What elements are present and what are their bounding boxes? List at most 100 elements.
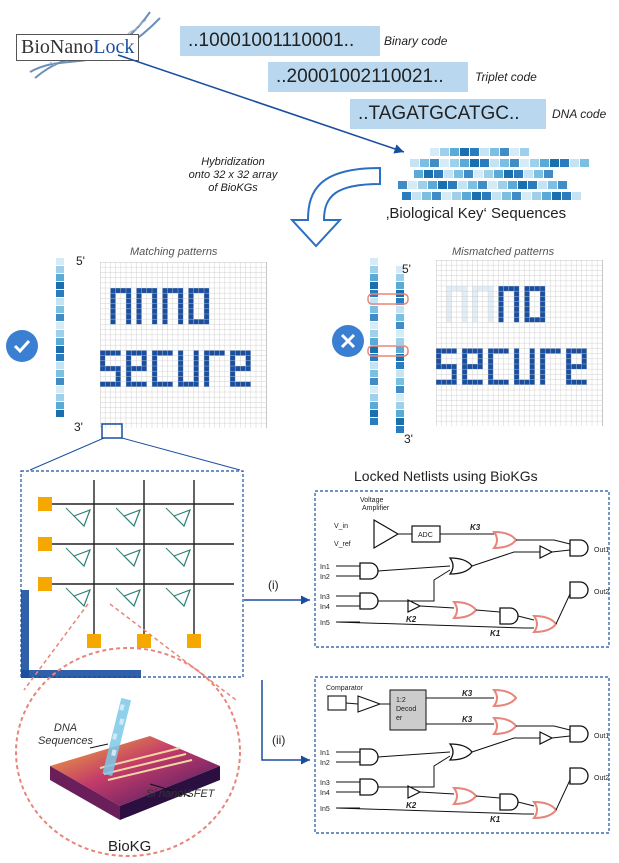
biokg-cell	[72, 508, 92, 528]
pattern-pixel	[167, 288, 173, 294]
sequence-cell	[470, 148, 479, 156]
pattern-pixel	[488, 291, 494, 297]
sequence-cell	[420, 159, 429, 167]
logo-text-lock: Lock	[93, 36, 135, 58]
pattern-pixel	[141, 355, 147, 361]
pattern-pixel	[436, 379, 442, 385]
and-gate	[569, 767, 589, 785]
pattern-pixel	[198, 288, 204, 294]
pattern-pixel	[514, 301, 520, 307]
strand-base	[370, 410, 378, 417]
pattern-pixel	[514, 369, 520, 375]
voltage-amp-label: Amplifier	[362, 505, 390, 512]
mismatch-highlight	[367, 345, 409, 357]
pattern-pixel	[529, 369, 535, 375]
pattern-pixel	[498, 301, 504, 307]
pattern-pixel	[462, 379, 468, 385]
matching-patterns-title: Matching patterns	[130, 246, 218, 258]
pattern-pixel	[152, 371, 158, 377]
pattern-pixel	[514, 291, 520, 297]
biokg-cell	[72, 548, 92, 568]
sequence-cell	[418, 181, 427, 189]
pattern-pixel	[540, 353, 546, 359]
strand-base	[56, 274, 64, 281]
pattern-pixel	[105, 366, 111, 372]
sequence-cell	[550, 159, 559, 167]
sequence-cell	[488, 181, 497, 189]
biokg-cell	[172, 508, 192, 528]
and-gate	[359, 748, 379, 766]
pattern-pixel	[514, 358, 520, 364]
pattern-pixel	[462, 291, 468, 297]
pattern-pixel	[162, 288, 168, 294]
pattern-pixel	[446, 312, 452, 318]
pattern-pixel	[204, 319, 210, 325]
strand-base	[396, 402, 404, 409]
matching-3prime: 3'	[74, 420, 83, 434]
pattern-pixel	[105, 381, 111, 387]
pattern-pixel	[524, 296, 530, 302]
pattern-pixel	[524, 286, 530, 292]
sequence-cell	[412, 192, 421, 200]
sequence-cell	[460, 159, 469, 167]
pattern-pixel	[451, 379, 457, 385]
strand-base	[370, 362, 378, 369]
sequence-cell	[500, 148, 509, 156]
sequence-cell	[424, 170, 433, 178]
sequence-cell	[414, 170, 423, 178]
pattern-pixel	[462, 353, 468, 359]
pattern-pixel	[436, 353, 442, 359]
sequence-cell	[442, 192, 451, 200]
pattern-pixel	[524, 291, 530, 297]
pattern-pixel	[529, 353, 535, 359]
vin-label: V_in	[334, 523, 348, 530]
pattern-pixel	[209, 350, 215, 356]
pattern-pixel	[488, 306, 494, 312]
pattern-pixel	[110, 303, 116, 309]
pattern-pixel	[178, 350, 184, 356]
pattern-pixel	[540, 369, 546, 375]
pattern-pixel	[245, 381, 251, 387]
strand-base	[396, 338, 404, 345]
sequence-cell	[520, 148, 529, 156]
pattern-pixel	[571, 348, 577, 354]
sequence-cell	[454, 170, 463, 178]
pattern-pixel	[162, 314, 168, 320]
branch-i-label: (i)	[268, 578, 279, 592]
sequence-cell	[490, 159, 499, 167]
pattern-pixel	[488, 317, 494, 323]
pattern-pixel	[188, 303, 194, 309]
strand-base	[56, 258, 64, 265]
sequence-cell	[552, 192, 561, 200]
strand-base	[56, 370, 64, 377]
pattern-pixel	[235, 350, 241, 356]
strand-base	[396, 378, 404, 385]
pattern-pixel	[157, 381, 163, 387]
pattern-pixel	[498, 379, 504, 385]
pattern-pixel	[146, 288, 152, 294]
pattern-pixel	[488, 379, 494, 385]
pattern-pixel	[488, 358, 494, 364]
biokg-cell	[172, 548, 192, 568]
pattern-pixel	[136, 381, 142, 387]
locked-gate	[492, 530, 518, 550]
strand-base	[396, 386, 404, 393]
key-sequences-graphic	[398, 148, 589, 200]
pattern-pixel	[204, 366, 210, 372]
strand-base	[56, 322, 64, 329]
pattern-pixel	[472, 317, 478, 323]
sequence-cell	[444, 170, 453, 178]
sequence-cell	[558, 181, 567, 189]
pattern-pixel	[488, 369, 494, 375]
biokg-crossbar-array	[20, 470, 244, 678]
pattern-pixel	[524, 317, 530, 323]
pattern-pixel	[462, 301, 468, 307]
pattern-pixel	[131, 366, 137, 372]
pattern-pixel	[529, 374, 535, 380]
sequence-cell	[492, 192, 501, 200]
and-gate	[499, 607, 519, 625]
pattern-pixel	[120, 288, 126, 294]
strand-base	[396, 298, 404, 305]
pattern-pixel	[446, 306, 452, 312]
pattern-pixel	[540, 364, 546, 370]
